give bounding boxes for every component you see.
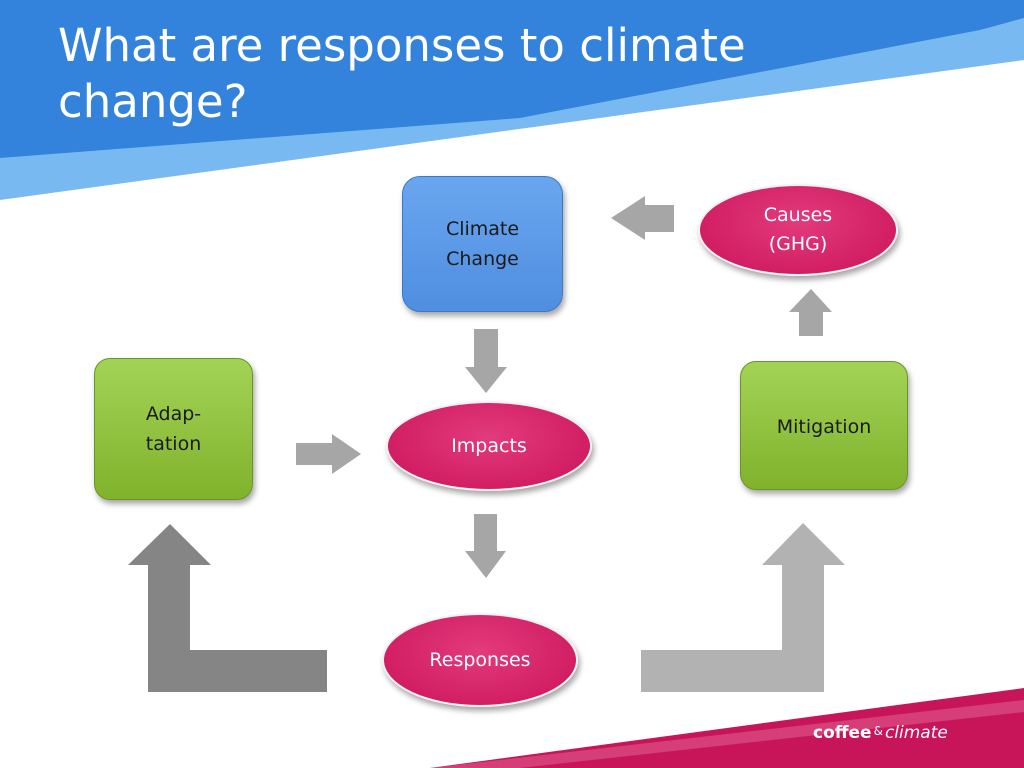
climate-change-node: Climate Change bbox=[402, 176, 563, 312]
responses-label: Responses bbox=[429, 648, 531, 671]
logo-word-climate: climate bbox=[884, 723, 948, 743]
footer-magenta-band bbox=[430, 688, 1024, 768]
adaptation-label: Adap- tation bbox=[145, 403, 202, 455]
logo-word-coffee: coffee bbox=[813, 723, 872, 743]
causes-label: Causes (GHG) bbox=[763, 204, 833, 255]
arrow-responses-to-adaptation bbox=[128, 524, 327, 692]
impacts-label: Impacts bbox=[451, 434, 527, 457]
adaptation-node: Adap- tation bbox=[94, 358, 253, 500]
arrow-responses-to-mitigation bbox=[641, 523, 845, 692]
arrow-adaptation-to-impacts bbox=[296, 434, 361, 474]
arrow-causes-to-climate bbox=[611, 196, 674, 240]
impacts-node: Impacts bbox=[386, 401, 592, 491]
arrow-impacts-to-responses bbox=[465, 514, 506, 578]
mitigation-label: Mitigation bbox=[776, 416, 872, 438]
header-blue-band bbox=[0, 0, 1024, 158]
coffee-climate-logo: coffee&climate bbox=[813, 723, 948, 743]
arrow-climate-to-impacts bbox=[465, 329, 507, 393]
slide-title: What are responses to climate change? bbox=[58, 19, 746, 128]
causes-node: Causes (GHG) bbox=[698, 184, 898, 276]
footer-light-band bbox=[430, 700, 1024, 768]
climate-change-label: Climate Change bbox=[445, 218, 520, 270]
mitigation-node: Mitigation bbox=[740, 361, 908, 490]
arrow-mitigation-to-causes bbox=[789, 289, 832, 336]
logo-ampersand: & bbox=[873, 724, 883, 738]
responses-node: Responses bbox=[382, 613, 578, 707]
